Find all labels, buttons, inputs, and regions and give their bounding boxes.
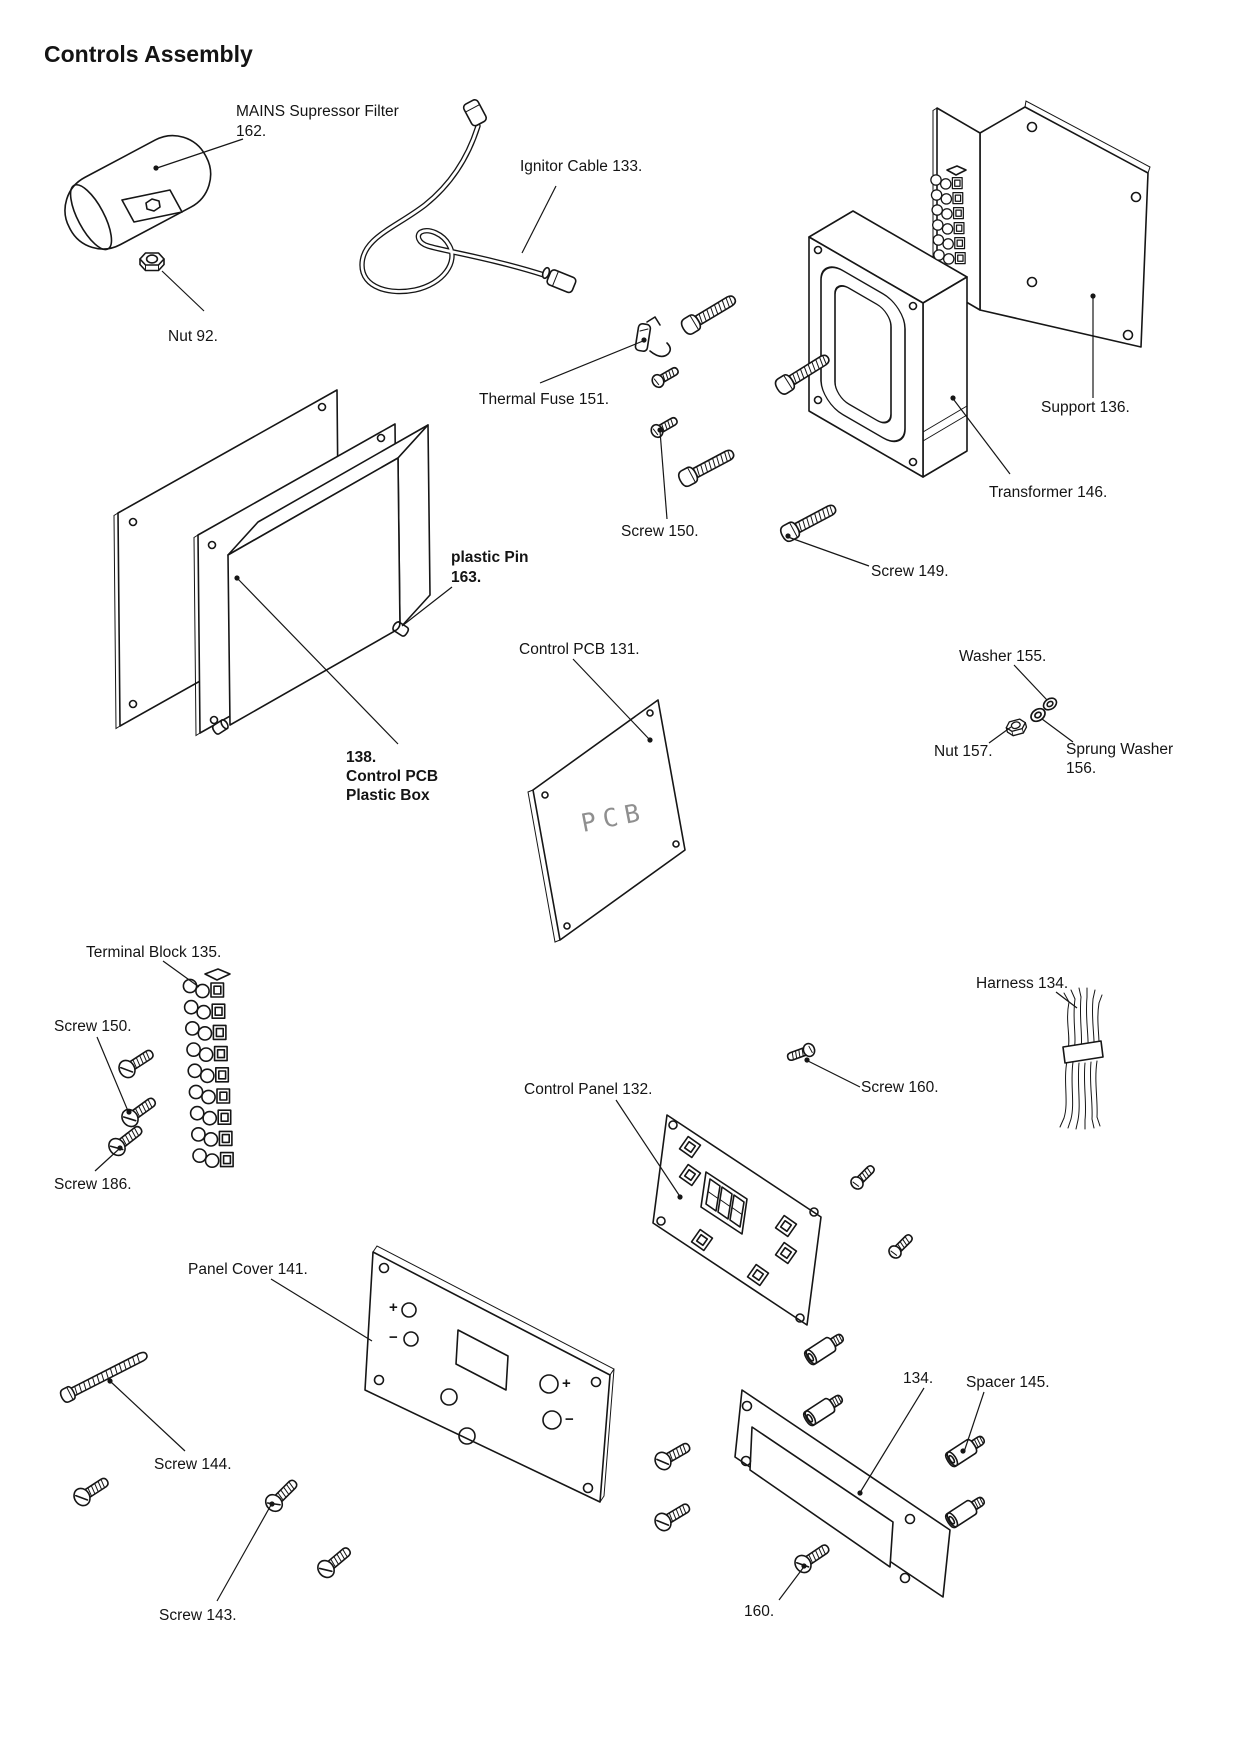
seven-segment-display (700, 1171, 748, 1235)
label-screw-150-right: Screw 150. (621, 523, 699, 540)
screw-150-part (115, 1044, 158, 1082)
terminal-block-135-part (182, 968, 234, 1168)
screw-part (651, 1498, 695, 1535)
thermal-fuse-part (634, 316, 672, 358)
screw-150-part (648, 413, 681, 441)
label-support-136: Support 136. (1041, 399, 1130, 416)
plus-icon: + (389, 1299, 398, 1316)
label-terminal-block-135: Terminal Block 135. (86, 944, 221, 961)
display-bezel-134-part (734, 1389, 951, 1598)
label-washer-155: Washer 155. (959, 648, 1046, 665)
label-screw-144: Screw 144. (154, 1456, 232, 1473)
screw-160-bottom-part (790, 1538, 834, 1577)
screw-160-part (784, 1041, 818, 1065)
control-pcb-plastic-box-part (113, 389, 431, 737)
minus-icon: − (565, 1411, 574, 1428)
spacer-145-part (943, 1431, 989, 1470)
screw-144-part (57, 1347, 151, 1405)
label-nut-157: Nut 157. (934, 743, 993, 760)
label-thermal-fuse: Thermal Fuse 151. (479, 391, 609, 408)
label-134: 134. (903, 1370, 933, 1387)
harness-134-part (1059, 987, 1104, 1130)
label-sprung-washer-1: Sprung Washer (1066, 741, 1173, 758)
screw-part (847, 1161, 879, 1193)
screw-part (885, 1230, 917, 1262)
label-screw-186: Screw 186. (54, 1176, 132, 1193)
screw-part (649, 363, 682, 391)
nut-92-part (139, 252, 165, 272)
label-138-2: Control PCB (346, 768, 438, 785)
label-138-1: 138. (346, 749, 376, 766)
screw-150-part (117, 1092, 161, 1131)
plus-icon: + (562, 1375, 571, 1392)
label-screw-150-left: Screw 150. (54, 1018, 132, 1035)
leader-lines (94, 138, 1096, 1602)
label-nut-92: Nut 92. (168, 328, 218, 345)
label-screw-149: Screw 149. (871, 563, 949, 580)
control-pcb-131-part: PCB (527, 699, 686, 943)
label-plastic-pin-2: 163. (451, 569, 481, 586)
screw-part (70, 1472, 113, 1510)
screw-part (651, 1437, 695, 1474)
transformer-terminal-block (930, 165, 967, 265)
label-transformer-146: Transformer 146. (989, 484, 1107, 501)
label-sprung-washer-2: 156. (1066, 760, 1096, 777)
spacer-part (943, 1492, 989, 1531)
spacer-part (802, 1329, 848, 1368)
screw-186-part (104, 1120, 147, 1160)
label-mains-filter-1: MAINS Supressor Filter (236, 103, 399, 120)
label-plastic-pin-1: plastic Pin (451, 549, 529, 566)
spacer-part (801, 1390, 847, 1429)
minus-icon: − (389, 1329, 398, 1346)
ignitor-cable-part (359, 99, 577, 295)
label-control-panel-132: Control Panel 132. (524, 1081, 652, 1098)
washer-nut-cluster (1004, 694, 1060, 738)
label-control-pcb-131: Control PCB 131. (519, 641, 640, 658)
screw-part (678, 290, 740, 338)
label-spacer-145: Spacer 145. (966, 1374, 1050, 1391)
control-panel-132-part (652, 1114, 822, 1326)
label-138-3: Plastic Box (346, 787, 430, 804)
label-160: 160. (744, 1603, 774, 1620)
label-screw-143: Screw 143. (159, 1607, 237, 1624)
screw-cluster-left (104, 1044, 161, 1160)
label-screw-160: Screw 160. (861, 1079, 939, 1096)
screw-part (675, 444, 738, 490)
panel-cover-141-part: + − + − (364, 1245, 615, 1503)
label-harness-134: Harness 134. (976, 975, 1068, 992)
label-ignitor-cable: Ignitor Cable 133. (520, 158, 642, 175)
nut-157-part (1004, 717, 1029, 738)
label-panel-cover-141: Panel Cover 141. (188, 1261, 308, 1278)
transformer-146-part (808, 210, 968, 478)
screw-part (313, 1542, 356, 1582)
label-mains-filter-2: 162. (236, 123, 266, 140)
mains-suppressor-filter (64, 134, 212, 251)
page-title: Controls Assembly (44, 41, 253, 67)
